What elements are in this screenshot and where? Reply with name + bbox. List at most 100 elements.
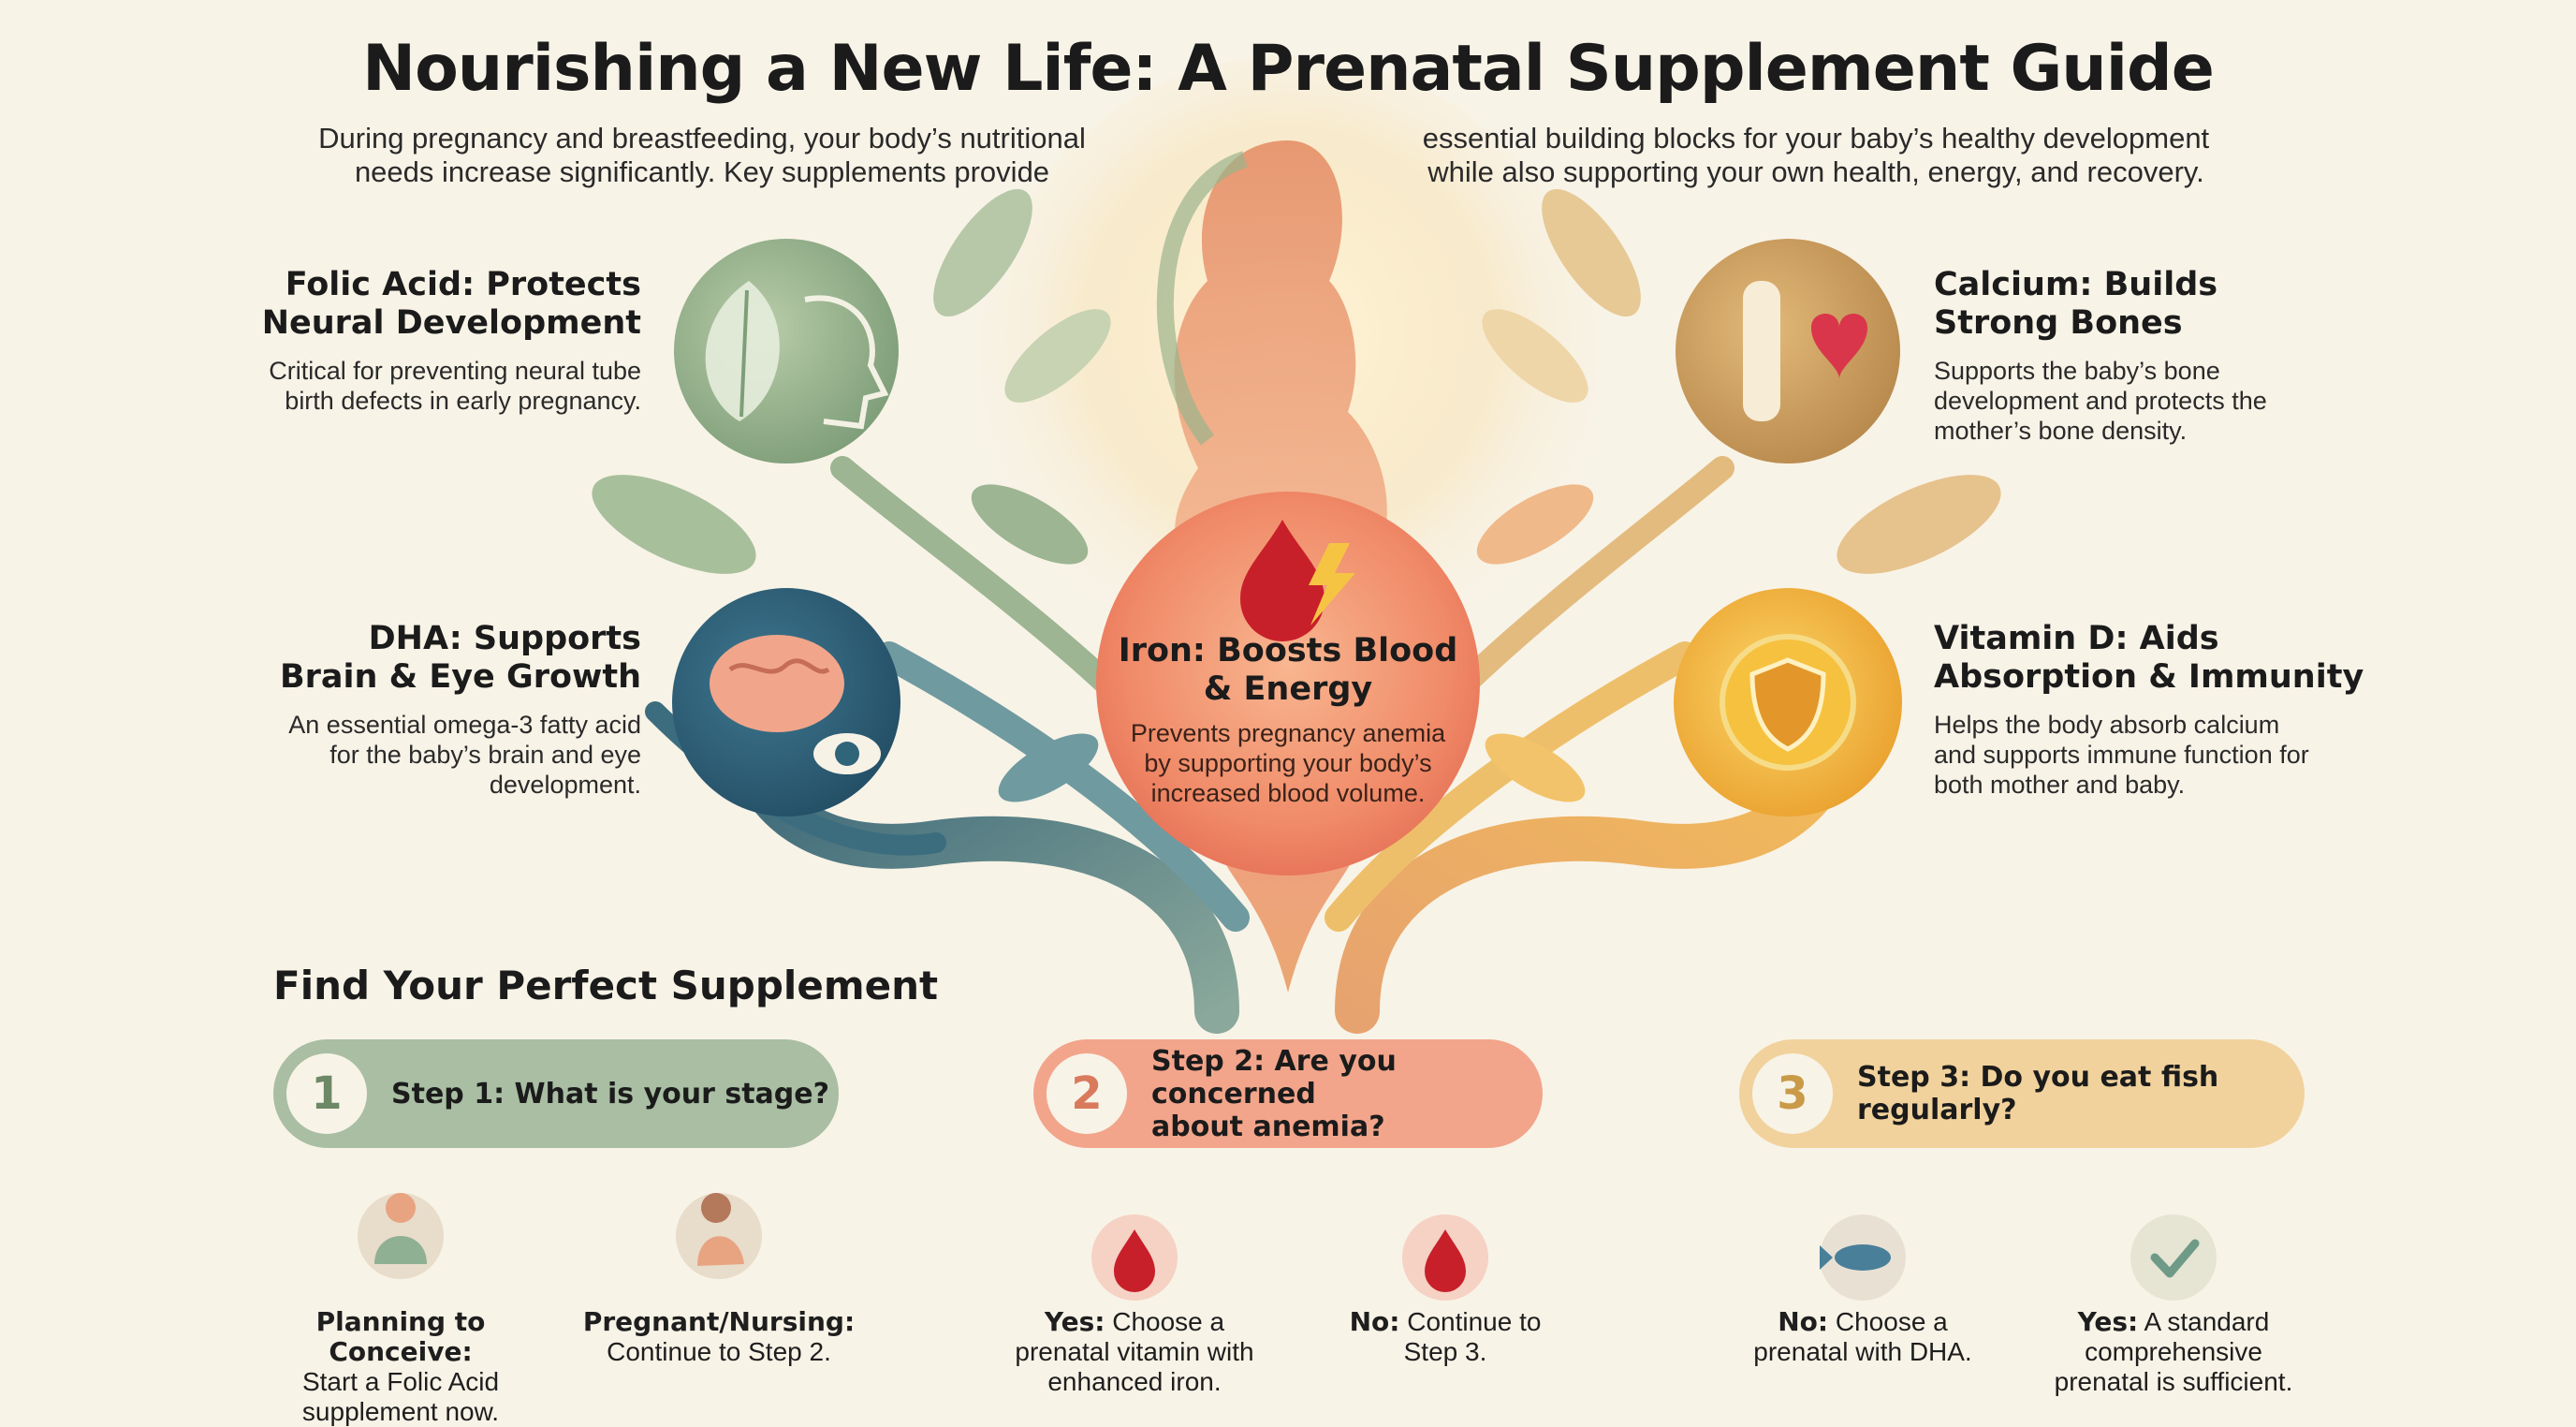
folic-acid-title-line-1: Folic Acid: Protects <box>285 266 641 303</box>
dha-desc: An essential omega-3 fatty acid for the … <box>206 710 641 800</box>
sun-shield-icon <box>1674 588 1902 816</box>
blood-drop-icon-2 <box>1402 1214 1488 1301</box>
option-pregnant[interactable]: Pregnant/Nursing: Continue to Step 2. <box>578 1307 859 1367</box>
pregnant-woman-icon <box>676 1193 762 1279</box>
folic-acid-desc-line-2: birth defects in early pregnancy. <box>285 387 641 415</box>
intro-right-line-1: essential building blocks for your baby’… <box>1422 122 2210 154</box>
dha-title-line-1: DHA: Supports <box>368 620 641 657</box>
step-2-label-line-1: Step 2: Are you concerned <box>1151 1044 1397 1111</box>
calcium-desc: Supports the baby’s bone development and… <box>1934 356 2364 446</box>
dha-title-line-2: Brain & Eye Growth <box>279 658 641 696</box>
checkmark-icon <box>2130 1214 2217 1301</box>
calcium-title: Calcium: Builds Strong Bones <box>1934 266 2364 343</box>
step-3-number: 3 <box>1752 1053 1833 1134</box>
option-anemia-no-line-1: Continue to <box>1399 1307 1542 1336</box>
intro-right: essential building blocks for your baby’… <box>1367 122 2265 189</box>
vitamin-d-desc-line-1: Helps the body absorb calcium <box>1934 711 2280 739</box>
folic-acid-desc: Critical for preventing neural tube birt… <box>206 356 641 416</box>
blood-drop-lightning-icon <box>1240 520 1355 641</box>
dha-block: DHA: Supports Brain & Eye Growth An esse… <box>206 620 641 800</box>
iron-desc-line-3: increased blood volume. <box>1150 779 1426 807</box>
step-2-label: Step 2: Are you concerned about anemia? <box>1151 1045 1543 1143</box>
dha-desc-line-1: An essential omega-3 fatty acid <box>288 711 641 739</box>
iron-block: Iron: Boosts Blood & Energy Prevents pre… <box>1110 632 1466 808</box>
option-fish-no[interactable]: No: Choose a prenatal with DHA. <box>1722 1307 2003 1367</box>
folic-acid-title: Folic Acid: Protects Neural Development <box>206 266 641 343</box>
folic-acid-desc-line-1: Critical for preventing neural tube <box>269 357 641 385</box>
dha-desc-line-3: development. <box>489 771 641 799</box>
page-title: Nourishing a New Life: A Prenatal Supple… <box>362 32 2215 106</box>
option-planning[interactable]: Planning to Conceive: Start a Folic Acid… <box>251 1307 550 1427</box>
vitamin-d-desc-line-3: both mother and baby. <box>1934 771 2186 799</box>
vitamin-d-block: Vitamin D: Aids Absorption & Immunity He… <box>1934 620 2374 800</box>
intro-left-line-1: During pregnancy and breastfeeding, your… <box>318 122 1086 154</box>
iron-title-line-1: Iron: Boosts Blood <box>1118 632 1458 669</box>
option-anemia-no[interactable]: No: Continue to Step 3. <box>1314 1307 1576 1367</box>
dha-desc-line-2: for the baby’s brain and eye <box>329 741 641 769</box>
option-anemia-yes-line-1: Choose a <box>1105 1307 1225 1336</box>
calcium-block: Calcium: Builds Strong Bones Supports th… <box>1934 266 2364 446</box>
blood-drop-icon <box>1091 1214 1178 1301</box>
calcium-title-line-1: Calcium: Builds <box>1934 266 2218 303</box>
woman-icon <box>358 1193 444 1279</box>
iron-desc-line-1: Prevents pregnancy anemia <box>1130 719 1446 747</box>
vitamin-d-title-line-2: Absorption & Immunity <box>1934 658 2364 696</box>
option-anemia-yes-head: Yes: <box>1044 1306 1105 1337</box>
step-3-label-line-1: Step 3: Do you eat fish regularly? <box>1857 1061 2219 1126</box>
step-1-label: Step 1: What is your stage? <box>391 1078 829 1111</box>
option-fish-yes-line-3: prenatal is sufficient. <box>2054 1367 2293 1396</box>
step-2-label-line-2: about anemia? <box>1151 1110 1385 1143</box>
bone-heart-icon <box>1676 239 1900 463</box>
option-anemia-no-head: No: <box>1349 1306 1400 1337</box>
iron-desc-line-2: by supporting your body’s <box>1144 749 1432 777</box>
intro-right-line-2: while also supporting your own health, e… <box>1427 155 2204 188</box>
option-pregnant-line-1: Continue to Step 2. <box>607 1337 831 1366</box>
option-fish-yes-line-2: comprehensive <box>2085 1337 2262 1366</box>
step-3-label: Step 3: Do you eat fish regularly? <box>1857 1061 2305 1126</box>
leaf-brain-icon <box>674 239 899 463</box>
folic-acid-title-line-2: Neural Development <box>261 304 641 342</box>
vitamin-d-title-line-1: Vitamin D: Aids <box>1934 620 2219 657</box>
option-planning-line-2: supplement now. <box>301 1397 500 1426</box>
calcium-title-line-2: Strong Bones <box>1934 304 2183 342</box>
option-anemia-no-line-2: Step 3. <box>1403 1337 1487 1366</box>
step-1-pill[interactable]: 1 Step 1: What is your stage? <box>273 1039 839 1148</box>
fish-icon <box>1820 1214 1906 1301</box>
option-fish-yes[interactable]: Yes: A standard comprehensive prenatal i… <box>2024 1307 2323 1397</box>
iron-title-line-2: & Energy <box>1203 670 1373 708</box>
vitamin-d-desc: Helps the body absorb calcium and suppor… <box>1934 710 2374 800</box>
option-planning-head: Planning to Conceive: <box>315 1306 486 1367</box>
intro-left-line-2: needs increase significantly. Key supple… <box>354 155 1050 188</box>
option-fish-no-line-2: prenatal with DHA. <box>1753 1337 1972 1366</box>
calcium-desc-line-3: mother’s bone density. <box>1934 417 2188 445</box>
finder-heading: Find Your Perfect Supplement <box>273 963 939 1008</box>
calcium-desc-line-1: Supports the baby’s bone <box>1934 357 2220 385</box>
brain-eye-icon <box>672 588 900 816</box>
mother-silhouette <box>1157 140 1387 581</box>
step-3-pill[interactable]: 3 Step 3: Do you eat fish regularly? <box>1739 1039 2305 1148</box>
option-fish-no-line-1: Choose a <box>1828 1307 1948 1336</box>
iron-desc: Prevents pregnancy anemia by supporting … <box>1110 718 1466 808</box>
iron-circle <box>1096 492 1480 875</box>
option-anemia-yes[interactable]: Yes: Choose a prenatal vitamin with enha… <box>994 1307 1275 1397</box>
tree-leaves <box>592 188 2001 802</box>
option-anemia-yes-line-2: prenatal vitamin with <box>1015 1337 1254 1366</box>
step-2-number: 2 <box>1046 1053 1127 1134</box>
option-anemia-yes-line-3: enhanced iron. <box>1047 1367 1222 1396</box>
option-fish-no-head: No: <box>1778 1306 1829 1337</box>
vitamin-d-desc-line-2: and supports immune function for <box>1934 741 2309 769</box>
option-planning-line-1: Start a Folic Acid <box>301 1367 500 1396</box>
option-fish-yes-line-1: A standard <box>2138 1307 2270 1336</box>
dha-title: DHA: Supports Brain & Eye Growth <box>206 620 641 697</box>
intro-left: During pregnancy and breastfeeding, your… <box>281 122 1123 189</box>
folic-acid-block: Folic Acid: Protects Neural Development … <box>206 266 641 416</box>
step-1-label-line-1: Step 1: What is your stage? <box>391 1077 830 1111</box>
step-2-pill[interactable]: 2 Step 2: Are you concerned about anemia… <box>1033 1039 1543 1148</box>
calcium-desc-line-2: development and protects the <box>1934 387 2267 415</box>
iron-title: Iron: Boosts Blood & Energy <box>1110 632 1466 709</box>
vitamin-d-title: Vitamin D: Aids Absorption & Immunity <box>1934 620 2374 697</box>
option-fish-yes-head: Yes: <box>2077 1306 2139 1337</box>
option-pregnant-head: Pregnant/Nursing: <box>582 1306 856 1337</box>
step-1-number: 1 <box>286 1053 367 1134</box>
